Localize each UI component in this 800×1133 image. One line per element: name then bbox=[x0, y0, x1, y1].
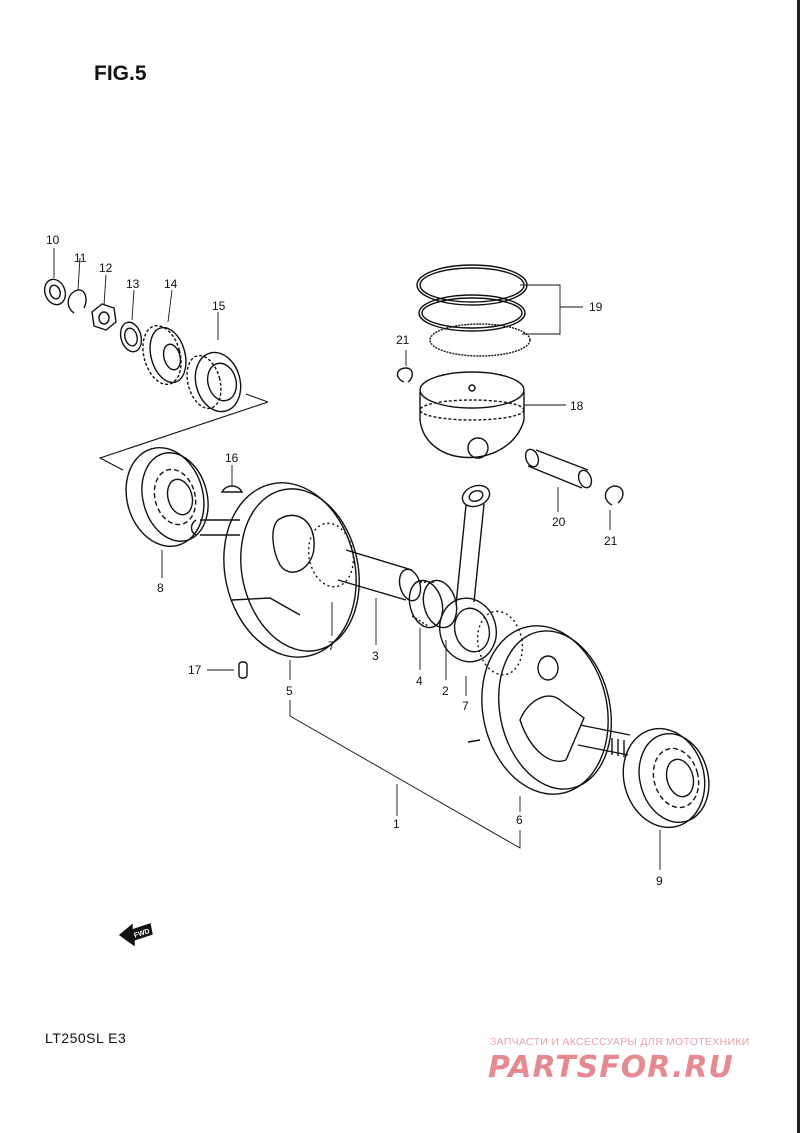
callout-21-left: 21 bbox=[396, 333, 410, 347]
part-14-primary-gear bbox=[142, 324, 187, 386]
part-9-crank-bearing bbox=[622, 727, 710, 829]
callout-14: 14 bbox=[164, 277, 178, 291]
callout-7-left: 7 bbox=[328, 639, 335, 653]
callout-21-right: 21 bbox=[604, 534, 618, 548]
callout-2: 2 bbox=[442, 684, 449, 698]
part-21-circlip-left bbox=[396, 367, 413, 383]
watermark-subtitle: ЗАПЧАСТИ И АКСЕССУАРЫ ДЛЯ МОТОТЕХНИКИ bbox=[490, 1036, 750, 1048]
figure-title: FIG.5 bbox=[94, 62, 147, 85]
part-15-nut bbox=[91, 303, 117, 331]
callout-12: 15 bbox=[212, 299, 226, 313]
callout-13: 17 bbox=[188, 663, 202, 677]
callout-20: 20 bbox=[552, 515, 566, 529]
part-6-right-crank-half bbox=[467, 625, 631, 795]
part-10-oil-seal bbox=[43, 278, 67, 306]
callout-3: 3 bbox=[372, 649, 379, 663]
model-code: LT250SL E3 bbox=[45, 1030, 127, 1046]
part-8-crank-bearing bbox=[125, 447, 209, 547]
watermark-brand: PARTSFOR.RU bbox=[488, 1050, 734, 1085]
part-20-piston-pin bbox=[524, 448, 593, 489]
part-19-piston-rings bbox=[416, 264, 531, 357]
part-2-connecting-rod bbox=[439, 484, 497, 663]
fwd-label: FWD bbox=[133, 928, 150, 940]
callout-8: 8 bbox=[157, 581, 164, 595]
part-21-circlip-right bbox=[604, 485, 624, 506]
part-11-circlip bbox=[67, 289, 87, 314]
part-5-left-crank-half bbox=[190, 482, 360, 658]
callout-6: 6 bbox=[516, 813, 523, 827]
part-18-piston bbox=[419, 371, 525, 459]
callout-11: 11 bbox=[74, 251, 87, 265]
part-4-needle-bearing bbox=[408, 579, 458, 629]
callout-18: 18 bbox=[570, 399, 584, 413]
callout-19: 19 bbox=[589, 300, 603, 314]
part-12-drive-gear bbox=[186, 351, 242, 413]
callout-9: 9 bbox=[656, 874, 663, 888]
part-13-dowel-pin bbox=[238, 661, 248, 679]
callout-4: 4 bbox=[416, 674, 423, 688]
fwd-arrow-icon bbox=[118, 923, 153, 947]
part-16-washer bbox=[119, 321, 143, 353]
callout-15: 12 bbox=[99, 261, 113, 275]
callout-17: 16 bbox=[225, 451, 239, 465]
callout-7-right: 7 bbox=[462, 699, 469, 713]
part-3-crank-pin bbox=[337, 549, 422, 602]
part-17-woodruff-key bbox=[220, 485, 244, 493]
callout-5: 5 bbox=[286, 684, 293, 698]
right-border bbox=[797, 0, 800, 1133]
callout-1: 1 bbox=[393, 817, 400, 831]
callout-16: 13 bbox=[126, 277, 140, 291]
callout-10: 10 bbox=[46, 233, 60, 247]
